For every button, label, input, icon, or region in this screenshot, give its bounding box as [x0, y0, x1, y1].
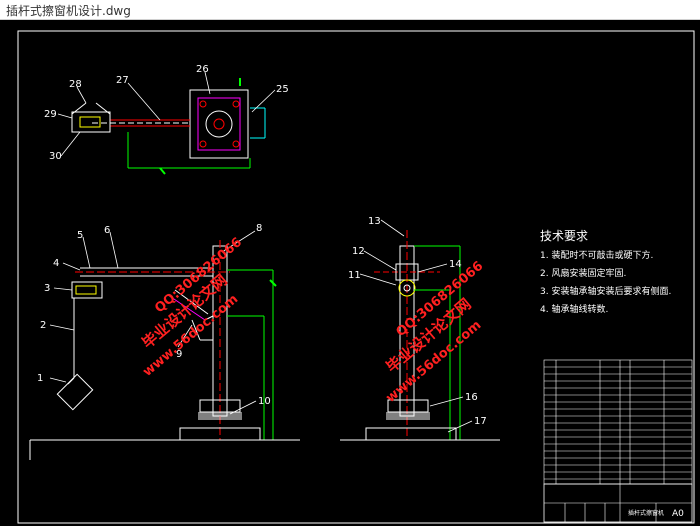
window-titlebar: 插杆式擦窗机设计.dwg	[0, 0, 700, 20]
part-label: 4	[53, 258, 59, 269]
gearbox-inner	[197, 97, 241, 151]
part-label: 28	[69, 79, 82, 90]
parts-list-table	[543, 359, 693, 485]
part-label: 8	[256, 223, 262, 234]
part-label: 1	[37, 373, 43, 384]
side-view-right	[340, 230, 500, 441]
tech-requirements: 技术要求 1. 装配时不可敲击或硬下方. 2. 风扇安装固定牢固. 3. 安装轴…	[540, 229, 671, 315]
side-view-left	[29, 240, 300, 460]
tech-requirement-item: 3. 安装轴承轴安装后要求有侧面.	[540, 285, 671, 297]
cad-viewport[interactable]: 1 2 3 4 5 6 8 9 10 11 12 13 14 16 17 25 …	[0, 20, 700, 526]
leader-lines	[49, 71, 473, 433]
watermark-right: QQ:306826066 毕业设计论文网 www.56doc.com	[383, 259, 487, 406]
part-label: 29	[44, 109, 57, 120]
gear-circle	[205, 110, 233, 138]
part-label: 16	[465, 392, 478, 403]
part-label: 9	[176, 349, 182, 360]
drawing-border	[17, 30, 695, 524]
part-label: 10	[258, 396, 271, 407]
part-label: 25	[276, 84, 289, 95]
tech-requirement-item: 2. 风扇安装固定牢固.	[540, 267, 626, 279]
right-gear	[398, 279, 416, 297]
top-view-mechanism	[71, 78, 266, 175]
window-title: 插杆式擦窗机设计.dwg	[6, 4, 131, 18]
part-label: 11	[348, 270, 361, 281]
part-label: 3	[44, 283, 50, 294]
part-label: 14	[449, 259, 462, 270]
part-label: 12	[352, 246, 365, 257]
gearbox-plate	[189, 89, 249, 159]
tech-requirement-item: 1. 装配时不可敲击或硬下方.	[540, 249, 653, 261]
gear-hub	[213, 118, 225, 130]
end-block	[71, 111, 111, 133]
window-brush	[56, 373, 94, 411]
tech-requirement-item: 4. 轴承轴线转数.	[540, 303, 608, 315]
part-label: 5	[77, 230, 83, 241]
part-label: 13	[368, 216, 381, 227]
part-label: 30	[49, 151, 62, 162]
title-block: 插杆式擦窗机 A0	[543, 483, 693, 523]
part-label: 26	[196, 64, 209, 75]
part-labels: 1 2 3 4 5 6 8 9 10 11 12 13 14 16 17 25 …	[37, 64, 487, 427]
part-label: 6	[104, 225, 110, 236]
part-label: 17	[474, 416, 487, 427]
title-block-name: 插杆式擦窗机	[628, 509, 664, 517]
right-base	[365, 427, 457, 441]
cad-drawing[interactable]: 1 2 3 4 5 6 8 9 10 11 12 13 14 16 17 25 …	[0, 20, 700, 526]
part-label: 2	[40, 320, 46, 331]
part-label: 27	[116, 75, 129, 86]
title-block-sheet-size: A0	[672, 509, 684, 519]
watermark-left: QQ:306826066 毕业设计论文网 www.56doc.com	[139, 235, 246, 380]
tech-requirements-title: 技术要求	[540, 229, 588, 243]
